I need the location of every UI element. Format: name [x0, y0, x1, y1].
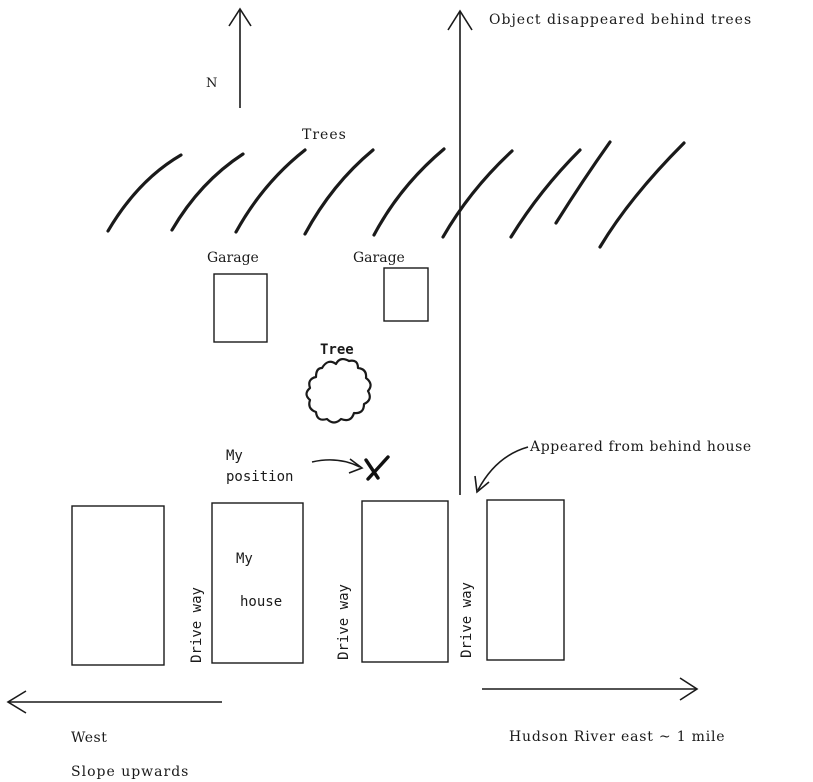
- tree-stroke: [234, 148, 307, 234]
- trees-label: Trees: [302, 127, 347, 143]
- garage-right-label: Garage: [353, 250, 405, 266]
- my-position-arrow: [311, 458, 364, 474]
- my-position-label-line2: position: [226, 469, 293, 485]
- east-arrow: [482, 677, 699, 701]
- west-label: West: [71, 730, 107, 746]
- my-house: [211, 502, 304, 664]
- tree-stroke: [554, 140, 612, 225]
- tree-stroke: [509, 148, 582, 239]
- tree-stroke: [598, 141, 686, 249]
- tree-bush: [305, 357, 372, 424]
- appeared-arrow: [474, 446, 529, 494]
- my-house-label-line1: My: [236, 551, 253, 567]
- tree-stroke: [106, 153, 183, 233]
- hudson-label: Hudson River east ~ 1 mile: [509, 729, 725, 745]
- tree-label: Tree: [320, 342, 354, 358]
- tree-line: [106, 140, 686, 249]
- slope-label: Slope upwards: [71, 764, 189, 780]
- house-middle: [361, 500, 449, 663]
- house-east: [486, 499, 565, 661]
- tree-stroke: [303, 148, 375, 236]
- my-house-label-line2: house: [240, 594, 282, 610]
- driveway-label-2: Drive way: [336, 584, 352, 660]
- north-arrow: [228, 7, 252, 108]
- appeared-label: Appeared from behind house: [529, 439, 752, 455]
- tree-stroke: [372, 147, 446, 237]
- garage-left: [213, 273, 268, 343]
- driveway-label-1: Drive way: [189, 587, 205, 663]
- object-path-arrow: [447, 9, 473, 495]
- tree-stroke: [441, 149, 514, 239]
- garage-right: [383, 267, 429, 322]
- tree-stroke: [170, 152, 245, 232]
- house-west: [71, 505, 165, 666]
- driveway-label-3: Drive way: [459, 582, 475, 658]
- my-position-label-line1: My: [226, 448, 243, 464]
- disappeared-label: Object disappeared behind trees: [489, 12, 752, 28]
- garage-left-label: Garage: [207, 250, 259, 266]
- west-arrow: [6, 690, 222, 714]
- north-label: N: [206, 76, 217, 91]
- my-position-x-mark: [364, 455, 390, 481]
